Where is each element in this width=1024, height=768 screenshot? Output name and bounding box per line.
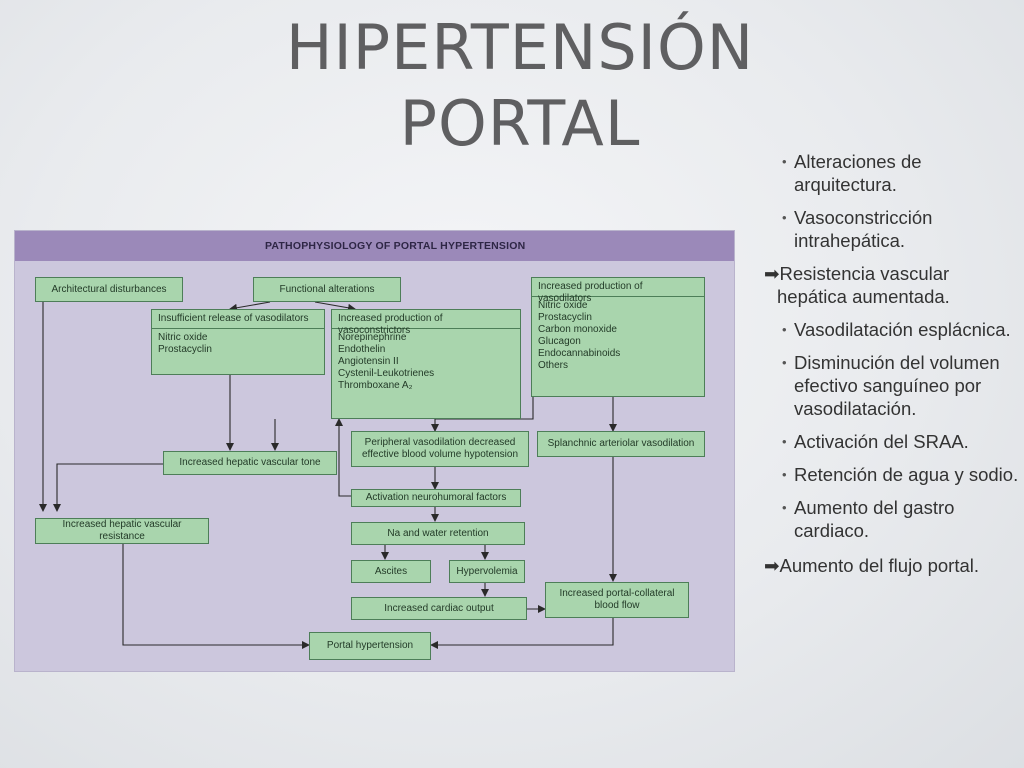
diagram-header: PATHOPHYSIOLOGY OF PORTAL HYPERTENSION (15, 231, 734, 261)
list-item: Angiotensin II (338, 356, 399, 367)
list-item: Others (538, 360, 569, 371)
arrow-item: ➡Aumento del flujo portal. (764, 555, 980, 576)
bullet-item: •Aumento del gastro cardiaco. (782, 497, 955, 541)
diagram-panel: PATHOPHYSIOLOGY OF PORTAL HYPERTENSION (14, 230, 735, 672)
bullet-item: •Disminución del volumen efectivo sanguí… (782, 352, 1000, 419)
box-hypervolemia: Hypervolemia (449, 560, 525, 583)
bullet-item: •Vasoconstricción intrahepática. (782, 207, 933, 251)
title-line-1: HIPERTENSIÓN (285, 11, 755, 84)
slide-title: HIPERTENSIÓN PORTAL (200, 10, 840, 162)
arrow-icon: ➡ (764, 263, 780, 284)
bullet-item: •Activación del SRAA. (782, 431, 969, 452)
list-item: Cystenil-Leukotrienes (338, 368, 435, 379)
list-item: Endothelin (338, 344, 386, 355)
box-insufficient-release: Insufficient release of vasodilators Nit… (151, 309, 325, 375)
list-item: Thromboxane A₂ (338, 380, 413, 391)
box-na-water-retention: Na and water retention (351, 522, 525, 545)
list-item: Nitric oxide (158, 332, 208, 343)
list-item: Prostacyclin (158, 344, 212, 355)
list-item: Endocannabinoids (538, 348, 621, 359)
diagram-arrows (39, 301, 617, 649)
box-cardiac-output: Increased cardiac output (351, 597, 527, 620)
arrow-item: ➡Resistencia vascular hepática aumentada… (764, 263, 950, 307)
bullet-item: •Retención de agua y sodio. (782, 464, 1019, 485)
box-architectural-disturbances: Architectural disturbances (35, 277, 183, 302)
bullet-list: •Alteraciones de arquitectura. •Vasocons… (760, 150, 1022, 577)
box-ascites: Ascites (351, 560, 431, 583)
box-header: Insufficient release of vasodilators (152, 310, 324, 329)
bullet-item: •Alteraciones de arquitectura. (782, 151, 922, 195)
box-vasodilators: Increased production of vasodilators Nit… (531, 277, 705, 397)
box-portal-collateral-flow: Increased portal-collateral blood flow (545, 582, 689, 618)
list-item: Prostacyclin (538, 312, 592, 323)
list-item: Carbon monoxide (538, 324, 617, 335)
box-peripheral-vasodilation: Peripheral vasodilation decreased effect… (351, 431, 529, 467)
box-functional-alterations: Functional alterations (253, 277, 401, 302)
box-splanchnic-vasodilation: Splanchnic arteriolar vasodilation (537, 431, 705, 457)
box-hepatic-vascular-tone: Increased hepatic vascular tone (163, 451, 337, 475)
box-header: Increased production of vasoconstrictors (332, 310, 520, 336)
list-item: Glucagon (538, 336, 581, 347)
box-portal-hypertension: Portal hypertension (309, 632, 431, 660)
list-item: Nitric oxide (538, 300, 588, 311)
bullet-item: •Vasodilatación esplácnica. (782, 319, 1011, 340)
box-neurohumoral-factors: Activation neurohumoral factors (351, 489, 521, 507)
arrow-icon: ➡ (764, 555, 780, 576)
title-line-2: PORTAL (399, 87, 641, 160)
box-header: Increased production of vasodilators (532, 278, 704, 304)
box-vasoconstrictors: Increased production of vasoconstrictors… (331, 309, 521, 419)
box-hepatic-vascular-resistance: Increased hepatic vascular resistance (35, 518, 209, 544)
list-item: Norepinephrine (338, 332, 407, 343)
